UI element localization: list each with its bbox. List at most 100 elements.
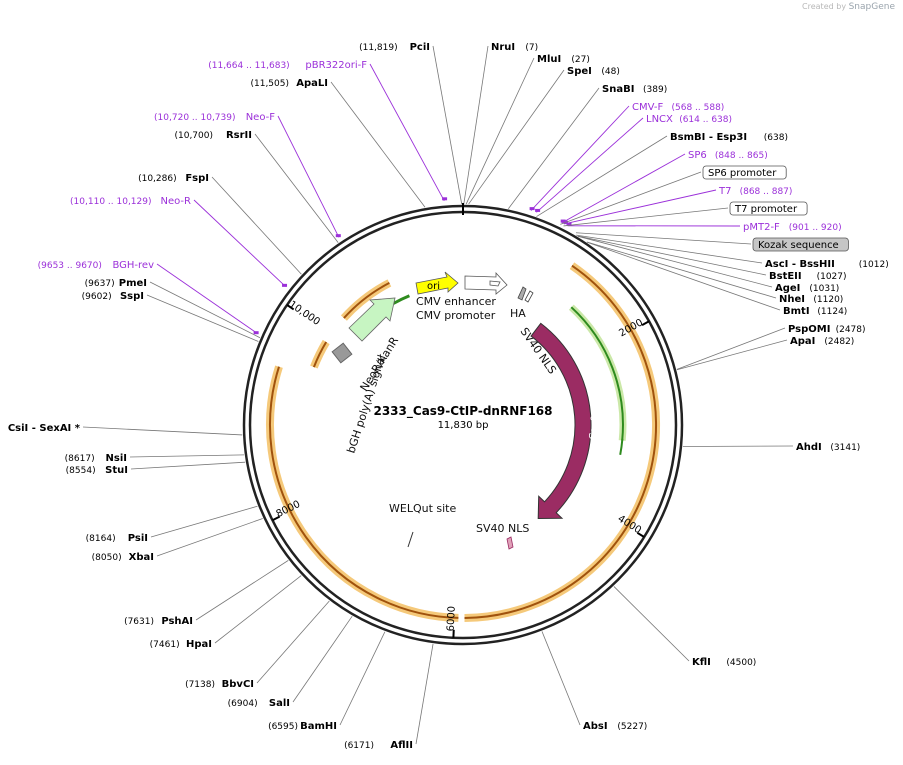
primer-0: pBR322ori-F — [305, 60, 367, 71]
enzyme-left-line-8 — [130, 461, 246, 470]
primer-6: SP6 — [688, 150, 707, 161]
enzyme-left-14: SalI — [269, 698, 290, 709]
neo-arrow — [348, 297, 396, 342]
primer-range-2: (10,110 .. 10,129) — [70, 197, 151, 207]
enzyme-left-2: RsrII — [226, 130, 252, 141]
enzyme-left-pos-8: (8554) — [66, 466, 96, 476]
enzyme-left-pos-15: (6595) — [268, 722, 298, 732]
green-line-2 — [619, 438, 624, 455]
enzyme-left-pos-13: (7138) — [185, 680, 215, 690]
enzyme-right-line-5 — [576, 234, 763, 264]
tick-2000 — [641, 320, 650, 327]
watermark-brand: SnapGene — [848, 2, 895, 12]
enzyme-left-pos-1: (11,505) — [250, 79, 289, 89]
enzyme-left-15: BamHI — [300, 721, 337, 732]
enzyme-left-line-11 — [195, 560, 289, 621]
cmv-enhancer-label: CMV enhancer — [416, 295, 496, 308]
primer-mark-2 — [282, 283, 288, 287]
enzyme-right-pos-0: (7) — [525, 43, 538, 53]
enzyme-right-line-12 — [682, 445, 794, 447]
enzyme-right-13: KflI — [692, 657, 711, 668]
enzyme-left-3: FspI — [185, 173, 209, 184]
primer-line-5 — [536, 117, 644, 213]
enzyme-right-line-11 — [676, 339, 788, 371]
boxed-line-0 — [560, 171, 702, 225]
boxed-feature-1: T7 promoter — [734, 204, 798, 215]
enzyme-left-pos-9: (8164) — [86, 534, 116, 544]
green-line — [570, 306, 624, 441]
enzyme-right-0: NruI — [491, 42, 515, 53]
primer-line-6 — [561, 153, 686, 224]
enzyme-left-4: PmeI — [119, 278, 147, 289]
cmv-promoter-label: CMV promoter — [416, 309, 496, 322]
enzyme-left-line-12 — [214, 575, 302, 644]
tick-10,000 — [286, 304, 295, 311]
enzyme-right-line-10 — [676, 327, 786, 370]
enzyme-left-pos-2: (10,700) — [174, 131, 213, 141]
boxed-feature-2: Kozak sequence — [758, 240, 839, 251]
enzyme-left-line-5 — [146, 294, 259, 342]
enzyme-right-pos-9: (1124) — [817, 307, 847, 317]
enzyme-left-13: BbvCI — [222, 679, 254, 690]
enzyme-right-line-13 — [613, 586, 690, 662]
backbone-orf-line — [269, 366, 459, 619]
enzyme-left-0: PciI — [410, 42, 430, 53]
primer-line-2 — [193, 199, 286, 287]
enzyme-left-pos-5: (9602) — [82, 292, 112, 302]
enzyme-right-line-4 — [536, 135, 668, 217]
enzyme-right-pos-14: (5227) — [617, 722, 647, 732]
enzyme-right-4: BsmBI - Esp3I — [670, 132, 747, 143]
primer-range-1: (10,720 .. 10,739) — [154, 113, 235, 123]
enzyme-right-11: ApaI — [790, 336, 815, 347]
primer-1: Neo-F — [246, 112, 276, 123]
ori-label: ori — [427, 281, 440, 292]
enzyme-right-line-8 — [586, 241, 777, 299]
enzyme-left-line-16 — [415, 643, 434, 745]
primer-3: BGH-rev — [112, 260, 154, 271]
enzyme-left-pos-10: (8050) — [92, 553, 122, 563]
primer-line-3 — [156, 263, 258, 334]
enzyme-right-line-14 — [541, 631, 581, 726]
enzyme-right-line-1 — [465, 57, 535, 205]
enzyme-left-pos-3: (10,286) — [138, 174, 177, 184]
welqut-marker — [407, 531, 414, 548]
enzyme-right-8: NheI — [779, 294, 805, 305]
enzyme-left-line-0 — [432, 45, 463, 205]
primer-line-1 — [277, 115, 340, 238]
enzyme-right-pos-8: (1120) — [813, 295, 843, 305]
ori-arrow — [415, 271, 459, 295]
enzyme-left-line-10 — [156, 518, 263, 557]
enzyme-right-2: SpeI — [567, 66, 592, 77]
snapgene-watermark: Created by SnapGene — [802, 2, 895, 12]
feature-arcs — [266, 262, 660, 622]
enzyme-right-pos-4: (638) — [764, 133, 788, 143]
tick-label-2: 6000 — [446, 606, 458, 632]
enzyme-left-pos-16: (6171) — [344, 741, 374, 751]
welqut-label: WELQut site — [389, 502, 456, 515]
neo-region-line — [343, 282, 390, 319]
enzyme-right-pos-10: (2478) — [836, 325, 866, 335]
ha-tag — [517, 286, 527, 301]
enzyme-left-7: NsiI — [106, 453, 127, 464]
enzyme-right-pos-11: (2482) — [824, 337, 854, 347]
enzyme-right-pos-13: (4500) — [726, 658, 756, 668]
enzyme-right-10: PspOMI — [788, 324, 830, 335]
enzyme-right-pos-6: (1027) — [817, 272, 847, 282]
enzyme-right-pos-5: (1012) — [859, 260, 889, 270]
enzyme-left-6: CsiI - SexAI * — [8, 423, 81, 434]
cas9-label: Cas9 — [588, 415, 601, 441]
primer-2: Neo-R — [161, 196, 192, 207]
primer-range-8: (901 .. 920) — [789, 223, 842, 233]
boxed-bg-2 — [752, 237, 849, 252]
primer-line-4 — [530, 105, 630, 211]
enzyme-left-pos-12: (7461) — [150, 640, 180, 650]
enzyme-right-14: AbsI — [583, 721, 608, 732]
enzyme-left-line-9 — [150, 505, 258, 538]
ha-tag-2 — [524, 290, 534, 303]
enzyme-left-pos-7: (8617) — [65, 454, 95, 464]
enzyme-right-5: AscI - BssHII — [765, 259, 835, 270]
enzyme-right-pos-7: (1031) — [809, 284, 839, 294]
leader-lines — [82, 45, 794, 745]
primer-5: LNCX — [646, 114, 673, 125]
